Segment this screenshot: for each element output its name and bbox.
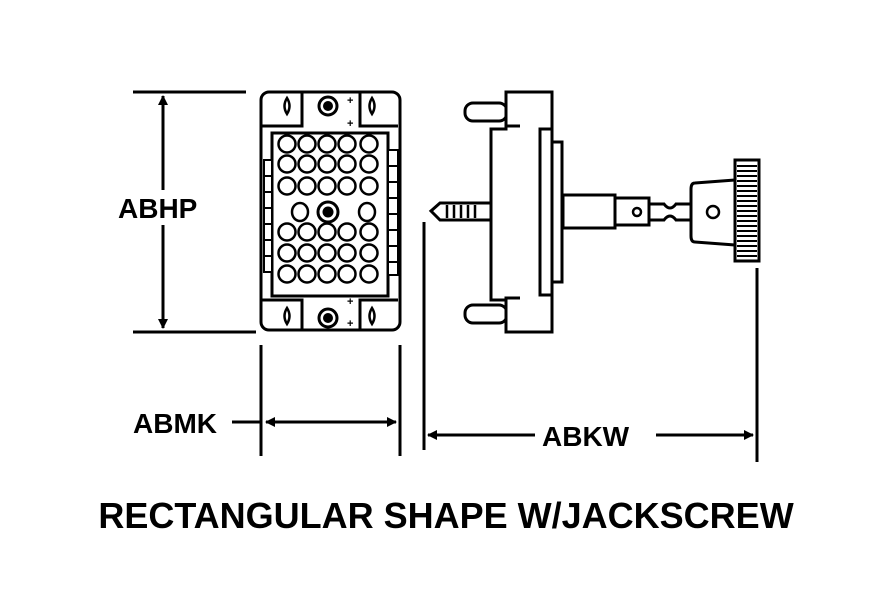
contact-cavity <box>317 243 337 263</box>
dimension-label-abkw: ABKW <box>542 421 630 452</box>
contact-cavity <box>337 134 357 154</box>
contact-cavity <box>317 264 337 284</box>
contact-cavity <box>297 222 317 242</box>
contact-cavity <box>337 154 357 174</box>
contact-cavity <box>359 134 379 154</box>
contact-cavity <box>290 201 310 223</box>
contact-cavity <box>359 176 379 196</box>
contact-cavity <box>317 222 337 242</box>
dimension-length: ABKW <box>422 222 759 462</box>
jackscrew-head <box>689 178 737 247</box>
rear-plate <box>550 140 564 284</box>
knurl-lines <box>737 165 757 257</box>
front-view: + + + + <box>259 90 402 332</box>
contact-cavity <box>337 222 357 242</box>
contact-cavity <box>357 201 377 223</box>
contact-cavity <box>317 176 337 196</box>
contact-cavity <box>337 243 357 263</box>
contact-cavity <box>317 134 337 154</box>
dimension-width: ABMK <box>133 345 402 456</box>
contact-grid <box>277 134 379 284</box>
dimension-label-abmk: ABMK <box>133 408 217 439</box>
contact-cavity <box>297 264 317 284</box>
svg-text:+: + <box>347 318 353 330</box>
contact-cavity <box>277 243 297 263</box>
mounting-slots <box>283 95 376 327</box>
guide-pin-top <box>463 101 509 123</box>
svg-text:+: + <box>347 95 353 107</box>
contact-cavity <box>277 222 297 242</box>
svg-text:+: + <box>347 296 353 308</box>
side-ridges <box>263 149 399 276</box>
contact-cavity <box>297 134 317 154</box>
svg-text:+: + <box>347 118 353 130</box>
gasket-plate <box>538 127 554 297</box>
contact-cavity <box>337 264 357 284</box>
diagram-title: RECTANGULAR SHAPE W/JACKSCREW <box>98 495 793 536</box>
contact-cavity <box>277 154 297 174</box>
contact-cavity <box>359 243 379 263</box>
contact-cavity <box>297 154 317 174</box>
contact-cavity <box>317 154 337 174</box>
jackscrew-neck <box>647 202 693 222</box>
guide-pin-bottom <box>463 303 509 325</box>
contact-cavity <box>297 176 317 196</box>
dimension-height: ABHP <box>118 90 256 334</box>
contact-cavity <box>277 176 297 196</box>
dimension-label-abhp: ABHP <box>118 193 197 224</box>
contact-cavity <box>337 176 357 196</box>
bottom-flange-line <box>262 298 398 330</box>
contact-cavity <box>359 264 379 284</box>
side-view <box>428 90 761 334</box>
top-flange-line <box>262 92 398 128</box>
contact-cavity <box>277 134 297 154</box>
jackscrew-shaft <box>561 193 617 230</box>
contact-cavity <box>277 264 297 284</box>
contact-cavity <box>297 243 317 263</box>
contact-cavity <box>359 222 379 242</box>
contact-cavity <box>359 154 379 174</box>
